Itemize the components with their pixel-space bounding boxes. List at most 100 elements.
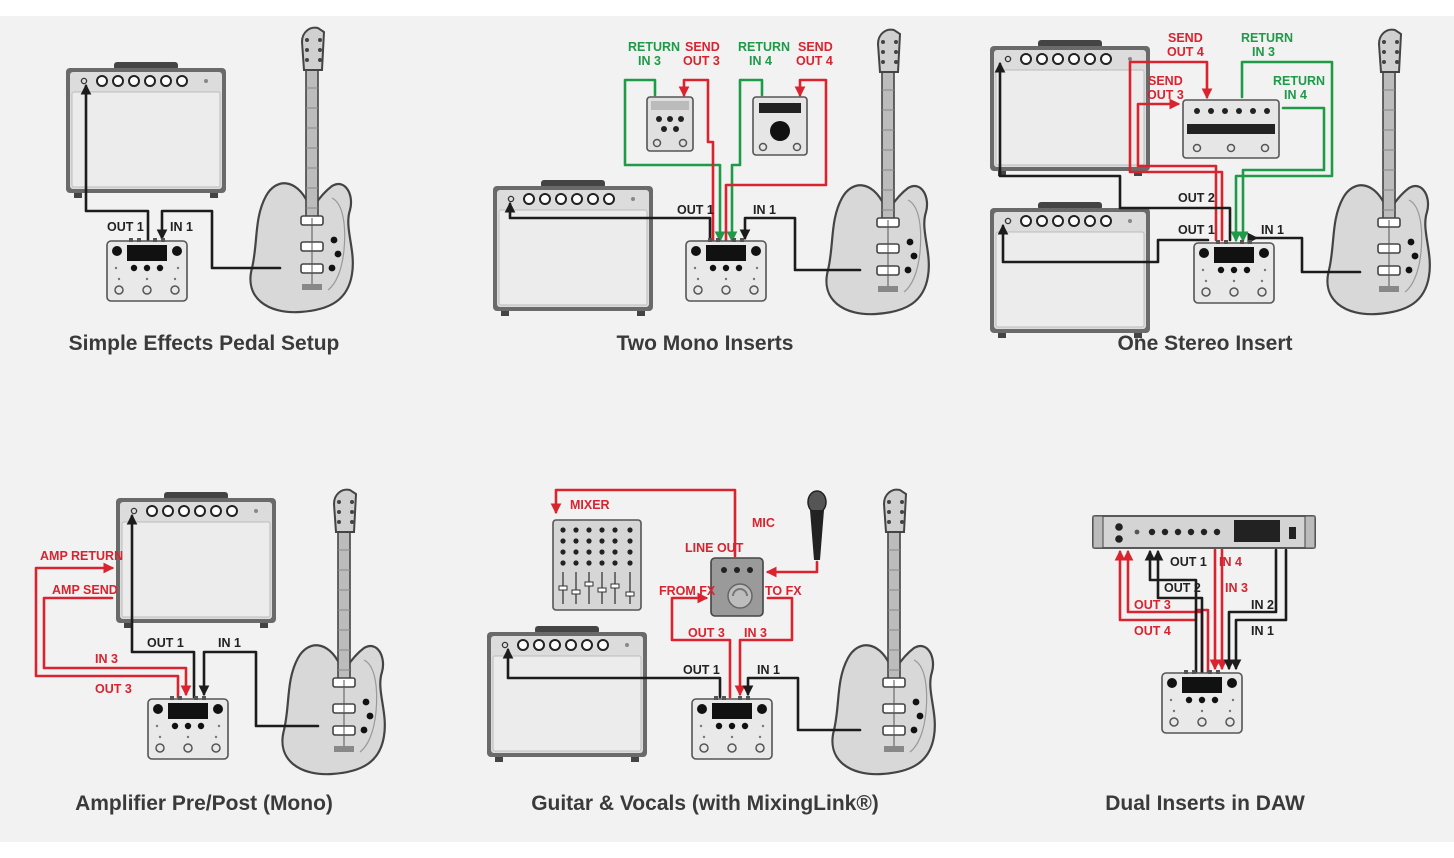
cable-amp-return (34, 562, 180, 699)
label-to-fx: TO FX (765, 584, 802, 598)
label-return4-bottom: IN 4 (1284, 88, 1307, 102)
cable-in1 (742, 676, 862, 732)
cable-in1 (739, 216, 862, 272)
cable-mixer (550, 488, 737, 558)
label-send4-bottom: OUT 4 (796, 54, 833, 68)
label-in1: IN 1 (753, 203, 776, 217)
label-send3-bottom: OUT 3 (1147, 88, 1184, 102)
label-return4-top: RETURN (1273, 74, 1325, 88)
label-amp-return: AMP RETURN (40, 549, 123, 563)
label-return3-bottom: IN 3 (1252, 45, 1275, 59)
panel-daw: OUT 1 IN 4 OUT 2 IN 3 OUT 3 IN 2 OUT 4 I… (1092, 515, 1316, 815)
cable-mic (765, 560, 819, 578)
cable-out1 (80, 83, 150, 243)
microphone-icon (807, 490, 827, 560)
amplifier-left (989, 39, 1151, 177)
label-in4: IN 4 (1219, 555, 1242, 569)
audio-interface (1092, 515, 1316, 549)
label-out1: OUT 1 (677, 203, 714, 217)
cable-in2 (1223, 548, 1278, 671)
label-in1: IN 1 (1251, 624, 1274, 638)
panel-simple: OUT 1 IN 1 Simple Effects Pedal Setup (65, 26, 354, 355)
label-out3: OUT 3 (688, 626, 725, 640)
cable-in1 (198, 650, 320, 728)
amplifier (486, 625, 648, 763)
hx-stomp-pedal (1161, 669, 1243, 734)
label-return4-top: RETURN (738, 40, 790, 54)
hx-stomp-pedal (147, 695, 229, 760)
label-in3: IN 3 (95, 652, 118, 666)
caption-stereo: One Stereo Insert (1117, 332, 1292, 355)
cable-send4 (724, 78, 828, 242)
label-send3-top: SEND (1148, 74, 1183, 88)
label-return3-top: RETURN (1241, 31, 1293, 45)
mixinglink-device (710, 557, 764, 617)
label-in1: IN 1 (757, 663, 780, 677)
cable-in1 (1230, 548, 1288, 671)
cable-out1 (126, 513, 196, 699)
cable-in1 (1253, 232, 1362, 274)
cable-out1 (1144, 549, 1198, 674)
panel-vocal: MIXER MIC LINE OUT FROM FX TO FX OUT 3 I… (486, 488, 936, 815)
panel-stereo: SEND OUT 4 RETURN IN 3 SEND OUT 3 RETURN… (989, 28, 1431, 355)
panel-amp: AMP RETURN AMP SEND IN 3 OUT 3 OUT 1 IN … (34, 488, 386, 815)
cable-return3 (1230, 60, 1334, 243)
caption-amp: Amplifier Pre/Post (Mono) (75, 792, 333, 815)
cable-out3 (1122, 549, 1204, 674)
effect-pedal-b (752, 96, 808, 156)
amplifier (492, 179, 654, 317)
amplifier (65, 61, 227, 199)
label-out3: OUT 3 (95, 682, 132, 696)
routing-diagrams: OUT 1 IN 1 Simple Effects Pedal Setup RE… (34, 26, 1431, 815)
amplifier (115, 491, 277, 629)
label-in1: IN 1 (218, 636, 241, 650)
label-in1: IN 1 (170, 220, 193, 234)
cable-return3 (623, 78, 726, 243)
label-from-fx: FROM FX (659, 584, 716, 598)
guitar (825, 28, 930, 316)
cable-out2 (1152, 549, 1204, 674)
cable-out1 (502, 647, 722, 699)
label-send4-bottom: OUT 4 (1167, 45, 1204, 59)
guitar (249, 26, 354, 314)
label-line-out: LINE OUT (685, 541, 744, 555)
hx-stomp-pedal (691, 695, 773, 760)
label-out2: OUT 2 (1178, 191, 1215, 205)
label-return3-bottom: IN 3 (638, 54, 661, 68)
label-out1: OUT 1 (1170, 555, 1207, 569)
label-send3-bottom: OUT 3 (683, 54, 720, 68)
caption-daw: Dual Inserts in DAW (1105, 792, 1305, 815)
caption-simple: Simple Effects Pedal Setup (69, 332, 340, 355)
label-send4-top: SEND (1168, 31, 1203, 45)
label-out4: OUT 4 (1134, 624, 1171, 638)
cable-send3 (1136, 98, 1218, 242)
panel-mono: RETURN IN 3 SEND OUT 3 RETURN IN 4 SEND … (492, 28, 930, 355)
label-out1: OUT 1 (147, 636, 184, 650)
caption-vocal: Guitar & Vocals (with MixingLink®) (531, 792, 879, 815)
label-out3: OUT 3 (1134, 598, 1171, 612)
label-in3: IN 3 (744, 626, 767, 640)
cable-out1 (504, 201, 712, 242)
stereo-effect-pedal (1182, 99, 1280, 159)
label-in3: IN 3 (1225, 581, 1248, 595)
label-out1: OUT 1 (107, 220, 144, 234)
diagram-panel: OUT 1 IN 1 Simple Effects Pedal Setup RE… (0, 16, 1454, 842)
cable-amp-send (42, 596, 192, 697)
cable-out2 (994, 61, 1232, 242)
cable-in1 (156, 209, 282, 270)
label-mixer: MIXER (570, 498, 610, 512)
label-out1: OUT 1 (1178, 223, 1215, 237)
guitar (281, 488, 386, 776)
label-return4-bottom: IN 4 (749, 54, 772, 68)
effect-pedal-a (646, 96, 694, 152)
hx-stomp-pedal (106, 237, 188, 302)
label-return3-top: RETURN (628, 40, 680, 54)
label-in1: IN 1 (1261, 223, 1284, 237)
label-amp-send: AMP SEND (52, 583, 118, 597)
label-mic: MIC (752, 516, 775, 530)
cable-return4 (1237, 106, 1326, 243)
cable-send4 (1128, 60, 1224, 242)
hx-stomp-pedal (685, 237, 767, 302)
cable-out1 (997, 223, 1210, 264)
caption-mono: Two Mono Inserts (617, 332, 794, 355)
